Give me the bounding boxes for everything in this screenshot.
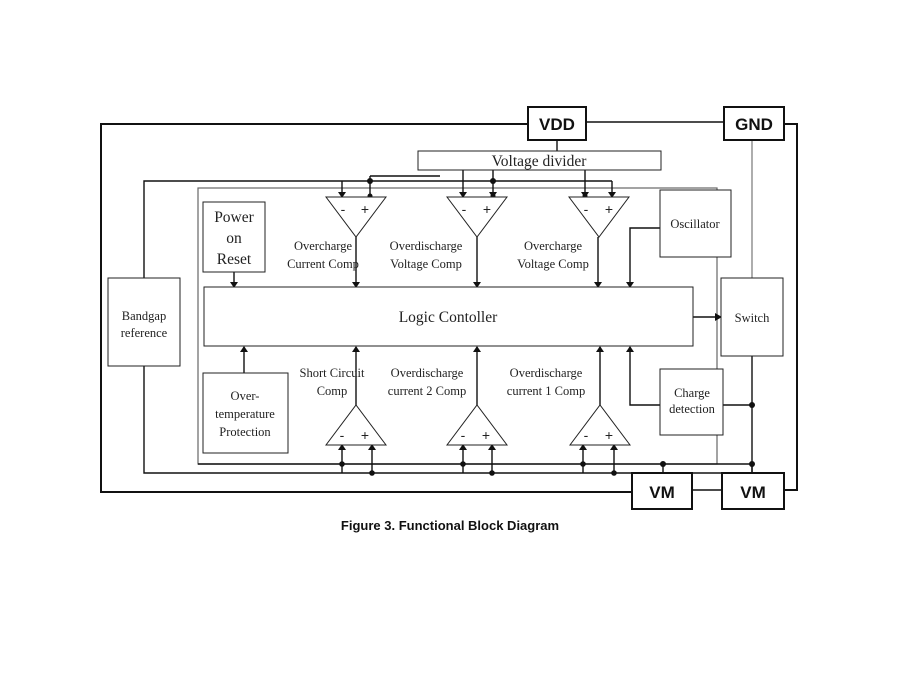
overdischarge-current-1-label-1: Overdischarge bbox=[510, 366, 583, 380]
bandgap-bottom-wire bbox=[143, 366, 752, 474]
overcharge-current-label-1: Overcharge bbox=[294, 239, 353, 253]
comp-plus-sign: + bbox=[361, 201, 369, 217]
vdd-pin: VDD bbox=[527, 106, 587, 141]
comp-plus-sign: + bbox=[605, 427, 613, 443]
gnd-pin-label: GND bbox=[735, 115, 773, 134]
comp-minus-sign: - bbox=[340, 427, 345, 443]
bandgap-line-1: Bandgap bbox=[122, 309, 166, 323]
comp-minus-sign: - bbox=[461, 427, 466, 443]
vm-pin-left: VM bbox=[631, 472, 693, 510]
overdischarge-current-2-label-1: Overdischarge bbox=[391, 366, 464, 380]
bandgap-reference-block: Bandgap reference bbox=[107, 277, 181, 367]
charge-detection-line-2: detection bbox=[669, 402, 716, 416]
overdischarge-voltage-label-1: Overdischarge bbox=[390, 239, 463, 253]
comp-minus-sign: - bbox=[341, 201, 346, 217]
overdischarge-current-2-label-2: current 2 Comp bbox=[388, 384, 466, 398]
comparator-overcharge-voltage: - + bbox=[568, 196, 630, 238]
over-temperature-block: Over- temperature Protection bbox=[202, 372, 289, 454]
charge-detection-line-1: Charge bbox=[674, 386, 710, 400]
overcharge-voltage-label-1: Overcharge bbox=[524, 239, 583, 253]
overdischarge-current-1-label-2: current 1 Comp bbox=[507, 384, 585, 398]
comparator-overcharge-current: - + bbox=[325, 196, 387, 238]
overcharge-voltage-label-2: Voltage Comp bbox=[517, 257, 589, 271]
logic-controller-label: Logic Contoller bbox=[399, 309, 498, 326]
switch-block: Switch bbox=[720, 277, 784, 357]
charge-detection-block: Charge detection bbox=[659, 368, 724, 436]
over-temp-line-3: Protection bbox=[219, 425, 271, 439]
oscillator-block: Oscillator bbox=[659, 189, 732, 258]
oscillator-label: Oscillator bbox=[670, 217, 720, 231]
power-on-reset-line-2: on bbox=[226, 230, 242, 247]
switch-label: Switch bbox=[735, 311, 770, 325]
figure-caption: Figure 3. Functional Block Diagram bbox=[341, 518, 559, 533]
logic-controller-block: Logic Contoller bbox=[203, 286, 694, 347]
vm-pin-right-label: VM bbox=[740, 483, 766, 502]
bandgap-top-wire bbox=[143, 180, 612, 278]
power-on-reset-line-1: Power bbox=[214, 209, 254, 226]
comparator-overdischarge-current-2: - + bbox=[446, 404, 508, 446]
comp-plus-sign: + bbox=[361, 427, 369, 443]
comp-minus-sign: - bbox=[462, 201, 467, 217]
power-on-reset-line-3: Reset bbox=[217, 251, 252, 268]
power-on-reset-block: Power on Reset bbox=[202, 201, 266, 273]
gnd-pin: GND bbox=[723, 106, 785, 141]
short-circuit-label-2: Comp bbox=[317, 384, 348, 398]
comparator-short-circuit: - + bbox=[325, 404, 387, 446]
short-circuit-label-1: Short Circuit bbox=[300, 366, 365, 380]
vdd-pin-label: VDD bbox=[539, 115, 575, 134]
comp-minus-sign: - bbox=[584, 201, 589, 217]
comp-minus-sign: - bbox=[584, 427, 589, 443]
over-temp-line-2: temperature bbox=[215, 407, 275, 421]
comparator-overdischarge-voltage: - + bbox=[446, 196, 508, 238]
outer-right-wire bbox=[784, 123, 798, 491]
outer-left-wire bbox=[100, 123, 632, 493]
overcharge-current-label-2: Current Comp bbox=[287, 257, 359, 271]
vm-pin-right: VM bbox=[721, 472, 785, 510]
comp-plus-sign: + bbox=[605, 201, 613, 217]
voltage-divider-label: Voltage divider bbox=[492, 153, 588, 170]
vm-pin-left-label: VM bbox=[649, 483, 675, 502]
voltage-divider-block: Voltage divider bbox=[417, 150, 662, 171]
over-temp-line-1: Over- bbox=[231, 389, 260, 403]
comp-plus-sign: + bbox=[483, 201, 491, 217]
overdischarge-voltage-label-2: Voltage Comp bbox=[390, 257, 462, 271]
comp-plus-sign: + bbox=[482, 427, 490, 443]
comparator-overdischarge-current-1: - + bbox=[569, 404, 631, 446]
bandgap-line-2: reference bbox=[121, 326, 168, 340]
